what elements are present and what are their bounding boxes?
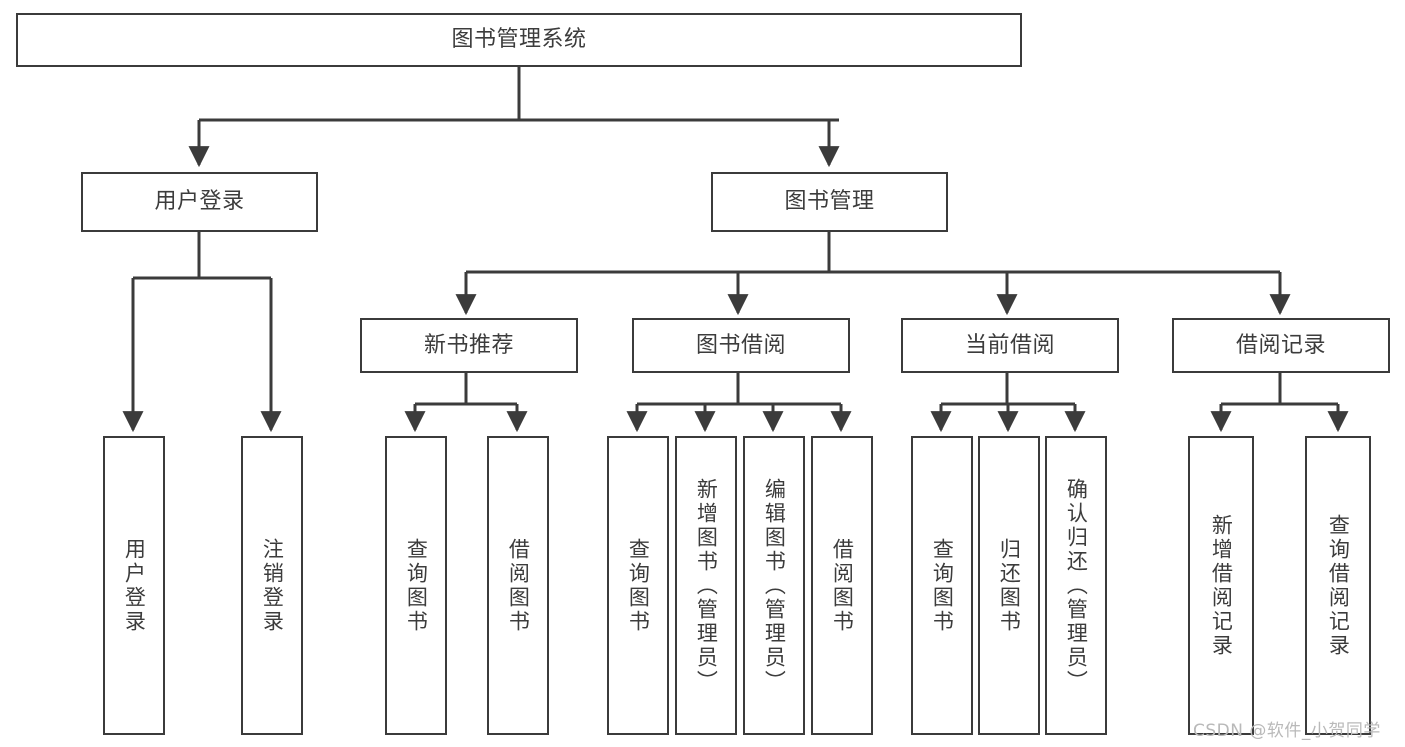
node-label: 新增借阅记录 [1209,513,1234,658]
node-current-borrow[interactable]: 当前借阅 [901,318,1119,373]
leaf-current-query-book[interactable]: 查询图书 [911,436,973,735]
node-book-borrow[interactable]: 图书借阅 [632,318,850,373]
leaf-return-book[interactable]: 归还图书 [978,436,1040,735]
leaf-new-book-borrow[interactable]: 借阅图书 [487,436,549,735]
node-label: 查询图书 [404,537,429,634]
leaf-edit-book-admin[interactable]: 编辑图书（管理员） [743,436,805,735]
node-label: 查询图书 [930,537,955,634]
leaf-borrow-book[interactable]: 借阅图书 [811,436,873,735]
node-user-login[interactable]: 用户登录 [81,172,318,232]
node-label: 借阅图书 [506,537,531,634]
node-label: 查询图书 [626,537,651,634]
leaf-add-borrow-record[interactable]: 新增借阅记录 [1188,436,1254,735]
leaf-add-book-admin[interactable]: 新增图书（管理员） [675,436,737,735]
node-label: 当前借阅 [964,332,1055,358]
node-label: 归还图书 [997,537,1022,634]
leaf-new-book-query[interactable]: 查询图书 [385,436,447,735]
leaf-confirm-return-admin[interactable]: 确认归还（管理员） [1045,436,1107,735]
node-label: 确认归还（管理员） [1064,477,1089,694]
leaf-logout[interactable]: 注销登录 [241,436,303,735]
node-book-management[interactable]: 图书管理 [711,172,948,232]
node-new-book-recommend[interactable]: 新书推荐 [360,318,578,373]
node-label: 新增图书（管理员） [694,477,719,694]
node-label: 编辑图书（管理员） [762,477,787,694]
node-label: 查询借阅记录 [1326,513,1351,658]
node-label: 借阅图书 [830,537,855,634]
node-label: 用户登录 [154,189,245,215]
node-label: 注销登录 [260,537,285,634]
node-root-book-management-system[interactable]: 图书管理系统 [16,13,1022,67]
node-label: 图书管理系统 [451,27,587,53]
csdn-watermark: CSDN @软件_小贺同学 [1193,721,1381,741]
node-label: 图书管理 [784,189,875,215]
node-label: 用户登录 [122,537,147,634]
node-label: 图书借阅 [695,332,786,358]
node-borrow-record[interactable]: 借阅记录 [1172,318,1390,373]
node-label: 新书推荐 [423,332,514,358]
node-label: 借阅记录 [1235,332,1326,358]
leaf-user-login[interactable]: 用户登录 [103,436,165,735]
leaf-borrow-query-book[interactable]: 查询图书 [607,436,669,735]
leaf-query-borrow-record[interactable]: 查询借阅记录 [1305,436,1371,735]
